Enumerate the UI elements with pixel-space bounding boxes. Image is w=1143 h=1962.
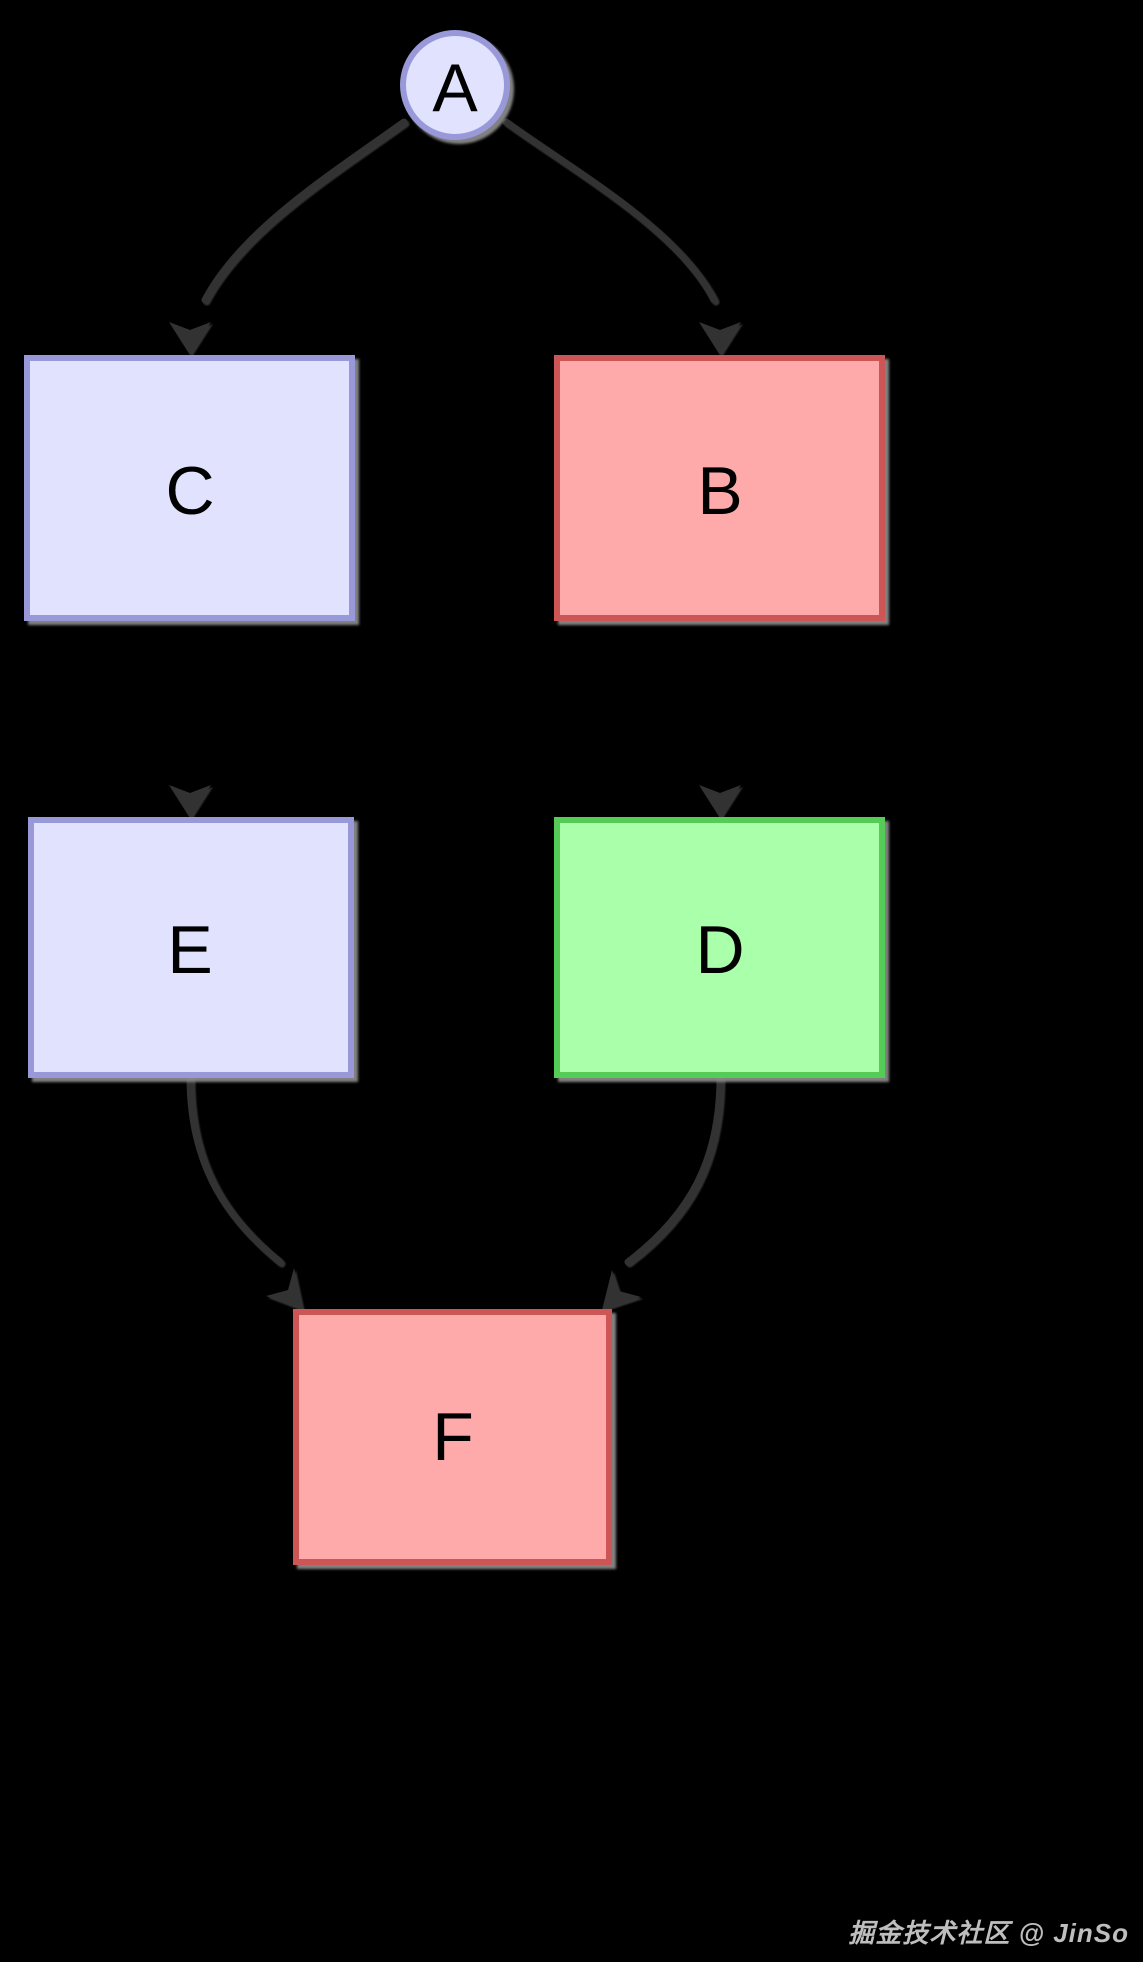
- node-b-label: B: [697, 453, 742, 529]
- edge-d-to-f: [602, 1073, 724, 1310]
- node-e-label: E: [167, 912, 212, 988]
- node-c-shape[interactable]: [24, 355, 355, 621]
- edge-a-to-b: [502, 118, 741, 355]
- node-f[interactable]: F: [293, 1309, 612, 1565]
- node-a[interactable]: A: [400, 30, 510, 140]
- node-e[interactable]: E: [28, 817, 354, 1078]
- node-d-label: D: [695, 912, 744, 988]
- edge-e-to-f: [186, 1073, 303, 1310]
- node-c-label: C: [165, 453, 214, 529]
- nodes-layer: A C B E D: [24, 30, 885, 1565]
- edge-c-to-e: [169, 616, 211, 818]
- edge-a-to-c: [169, 118, 408, 355]
- node-f-label: F: [432, 1399, 474, 1475]
- node-a-shape[interactable]: [400, 30, 510, 140]
- watermark-text: 掘金技术社区 @ JinSo: [848, 1918, 1129, 1948]
- node-b-shape[interactable]: [554, 355, 885, 621]
- node-a-label: A: [432, 50, 478, 126]
- node-b[interactable]: B: [554, 355, 885, 621]
- node-f-shape[interactable]: [293, 1309, 612, 1565]
- node-d[interactable]: D: [554, 817, 885, 1078]
- node-d-shape[interactable]: [554, 817, 885, 1078]
- edges-layer: [169, 118, 741, 1310]
- node-c[interactable]: C: [24, 355, 355, 621]
- node-e-shape[interactable]: [28, 817, 354, 1078]
- edge-b-to-d: [699, 616, 741, 818]
